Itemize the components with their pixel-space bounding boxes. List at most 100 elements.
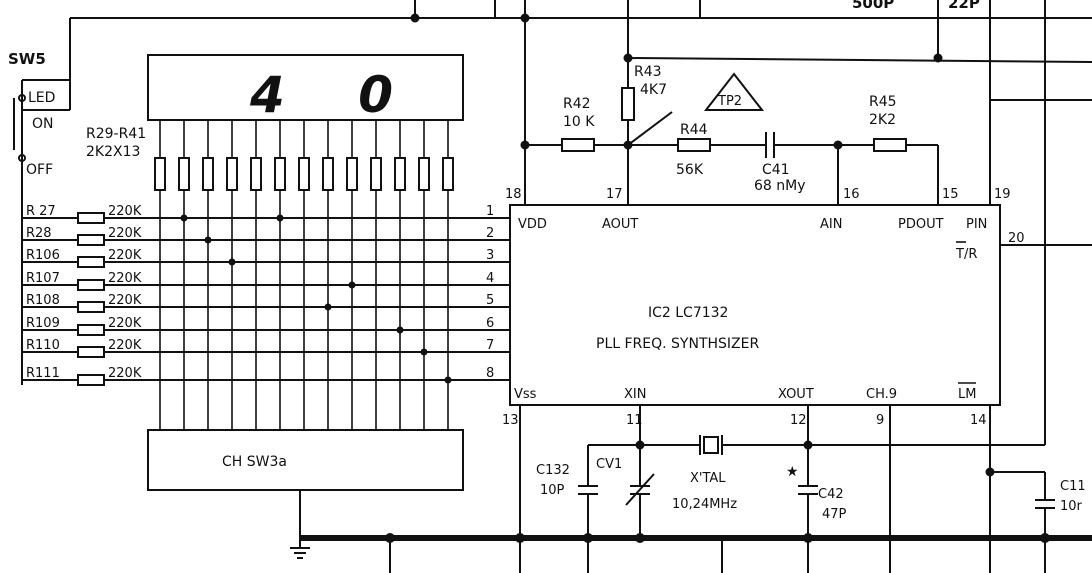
resistor-value: 220K bbox=[108, 204, 142, 219]
top-cap-value: 500P bbox=[852, 0, 894, 12]
r45-value: 2K2 bbox=[869, 112, 896, 128]
r43-ref: R43 bbox=[634, 64, 662, 80]
ic-pin-number: 17 bbox=[606, 187, 623, 202]
display-digits: 4 0 bbox=[249, 66, 421, 124]
ground-symbol bbox=[290, 490, 310, 559]
rpack-ref: R29-R41 bbox=[86, 126, 146, 142]
junction-dot bbox=[833, 140, 843, 150]
ic-pin-number: 1 bbox=[486, 204, 494, 219]
pdout-pin-label: PDOUT bbox=[898, 217, 944, 232]
ic-pin-number: 18 bbox=[505, 187, 522, 202]
resistor-ref: R110 bbox=[26, 338, 60, 353]
c42-value: 47P bbox=[822, 507, 847, 522]
sw5-label: SW5 bbox=[8, 50, 46, 68]
junction-dot bbox=[623, 140, 633, 150]
resistor-ref: R108 bbox=[26, 293, 60, 308]
ain-pin-label: AIN bbox=[820, 217, 842, 232]
ic-pin-number: 8 bbox=[486, 366, 494, 381]
tp2-testpoint: TP2 bbox=[717, 94, 742, 109]
resistor-value: 220K bbox=[108, 271, 142, 286]
junction-dot bbox=[933, 53, 943, 63]
xtal-value: 10,24MHz bbox=[672, 497, 737, 512]
resistor-value: 220K bbox=[108, 226, 142, 241]
junction-dot bbox=[410, 13, 420, 23]
r43-value: 4K7 bbox=[640, 82, 667, 98]
lm-pin-label: LM bbox=[958, 387, 976, 402]
ic-pin-number: 13 bbox=[502, 413, 519, 428]
resistor-ref: R107 bbox=[26, 271, 60, 286]
junction-dot bbox=[520, 13, 530, 23]
junction-dot bbox=[385, 533, 395, 543]
junction-dot bbox=[515, 533, 525, 543]
r45-ref: R45 bbox=[869, 94, 897, 110]
junction-dot bbox=[803, 533, 813, 543]
channel-switch-sw3a bbox=[147, 429, 464, 491]
oscillator-network bbox=[519, 405, 1055, 573]
sw5-switch bbox=[13, 18, 71, 205]
ground-bus-taps bbox=[389, 538, 1046, 573]
ch9-pin-label: CH.9 bbox=[866, 387, 897, 402]
resistor-ref: R109 bbox=[26, 316, 60, 331]
r44-ref: R44 bbox=[680, 122, 708, 138]
ic-pin-number: 7 bbox=[486, 338, 494, 353]
ic-pin-number: 20 bbox=[1008, 231, 1025, 246]
r42-value: 10 K bbox=[563, 114, 595, 130]
ic-pin-number: 12 bbox=[790, 413, 807, 428]
ic-reference: IC2 LC7132 bbox=[648, 305, 728, 321]
c42-ref: C42 bbox=[818, 487, 844, 502]
resistor-ref: R28 bbox=[26, 226, 52, 241]
ic-pin-number: 3 bbox=[486, 248, 494, 263]
xout-pin-label: XOUT bbox=[778, 387, 814, 402]
junction-dot bbox=[635, 440, 645, 450]
sw5-led-label: LED bbox=[28, 90, 55, 106]
ic-pin-number: 4 bbox=[486, 271, 494, 286]
cv1-ref: CV1 bbox=[596, 457, 622, 472]
led-display bbox=[147, 54, 464, 121]
resistor-value: 220K bbox=[108, 316, 142, 331]
resistor-value: 220K bbox=[108, 293, 142, 308]
c11-value: 10r bbox=[1060, 499, 1083, 514]
junction-dot bbox=[1040, 533, 1050, 543]
ic-pin-number: 14 bbox=[970, 413, 987, 428]
vdd-pin-label: VDD bbox=[518, 217, 547, 232]
resistor-ref: R111 bbox=[26, 366, 60, 381]
ic-pin-number: 6 bbox=[486, 316, 494, 331]
loop-filter bbox=[525, 58, 939, 205]
ic-pin-number: 2 bbox=[486, 226, 494, 241]
c11-ref: C11 bbox=[1060, 479, 1086, 494]
ic-description: PLL FREQ. SYNTHSIZER bbox=[596, 336, 759, 352]
rpack-value: 2K2X13 bbox=[86, 144, 140, 160]
ic2-lc7132 bbox=[509, 204, 1001, 406]
resistor-value: 220K bbox=[108, 338, 142, 353]
sw3a-label: CH SW3a bbox=[222, 454, 287, 470]
ic-pin-number: 19 bbox=[994, 187, 1011, 202]
r44-value: 56K bbox=[676, 162, 704, 178]
top-cap-value: 22P bbox=[948, 0, 980, 12]
junction-dot bbox=[635, 533, 645, 543]
junction-dot bbox=[985, 467, 995, 477]
xtal-ref: X'TAL bbox=[690, 471, 726, 486]
c132-ref: C132 bbox=[536, 463, 570, 478]
resistor-value: 220K bbox=[108, 248, 142, 263]
xin-pin-label: XIN bbox=[624, 387, 646, 402]
resistor-pack bbox=[154, 120, 454, 430]
pin-pin-label: PIN bbox=[966, 217, 987, 232]
vss-pin-label: Vss bbox=[514, 387, 537, 402]
c41-ref: C41 bbox=[762, 162, 790, 178]
sw5-on-label: ON bbox=[32, 116, 54, 132]
sw5-off-label: OFF bbox=[26, 162, 53, 178]
tr-pin-label: T/R bbox=[955, 247, 977, 262]
resistor-value: 220K bbox=[108, 366, 142, 381]
aout-pin-label: AOUT bbox=[602, 217, 638, 232]
c41-value: 68 nMy bbox=[754, 178, 806, 194]
junction-dot bbox=[520, 140, 530, 150]
ic-pin-number: 15 bbox=[942, 187, 959, 202]
ic-pin-number: 16 bbox=[843, 187, 860, 202]
resistor-ref: R106 bbox=[26, 248, 60, 263]
input-matrix bbox=[21, 205, 510, 386]
ic-pin-number: 11 bbox=[626, 413, 643, 428]
r42-ref: R42 bbox=[563, 96, 591, 112]
c132-value: 10P bbox=[540, 483, 565, 498]
resistor-ref: R 27 bbox=[26, 204, 56, 219]
